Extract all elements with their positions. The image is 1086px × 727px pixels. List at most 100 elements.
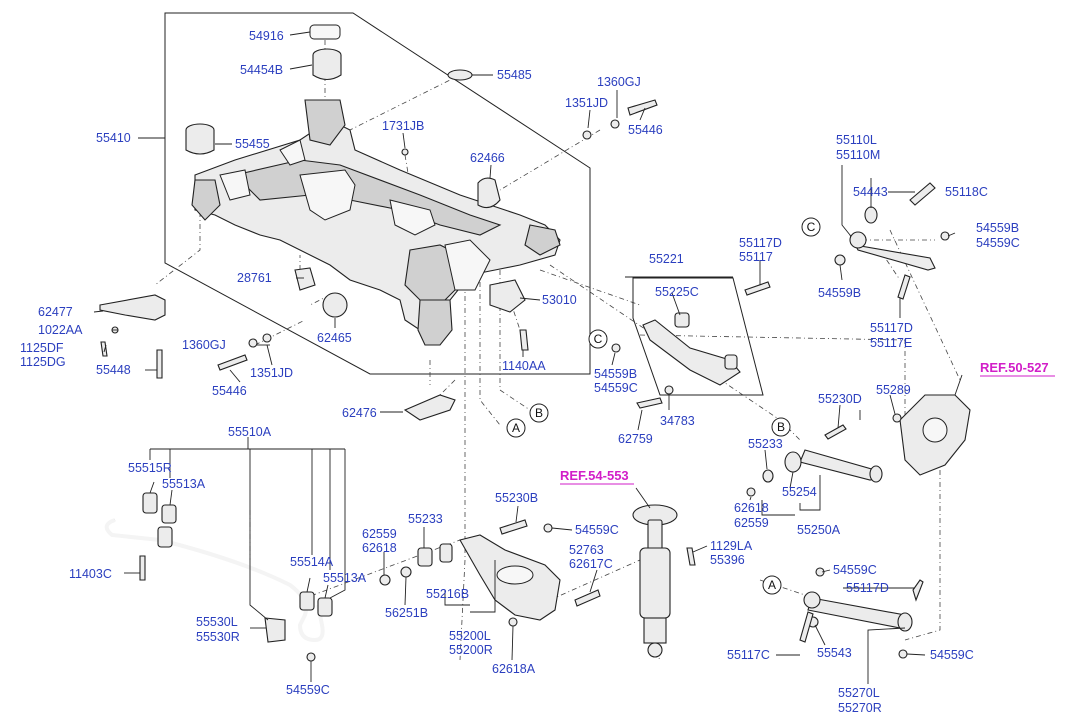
label-55515r[interactable]: 55515R <box>128 461 172 475</box>
label-62559-right[interactable]: 62559 <box>734 516 769 530</box>
callout-b-center <box>529 403 549 423</box>
callout-a-center <box>506 418 526 438</box>
label-54454b[interactable]: 54454B <box>240 63 283 77</box>
label-1022aa[interactable]: 1022AA <box>38 323 83 337</box>
label-55289[interactable]: 55289 <box>876 383 911 397</box>
shock-absorber <box>632 504 696 658</box>
label-54559c-bottom[interactable]: 54559C <box>286 683 330 697</box>
label-62618-low[interactable]: 62618 <box>362 541 397 555</box>
label-54559c-bottom-right[interactable]: 54559C <box>930 648 974 662</box>
label-1360gj-top[interactable]: 1360GJ <box>597 75 641 89</box>
label-55233-low[interactable]: 55233 <box>408 512 443 526</box>
label-55530l[interactable]: 55530L <box>196 615 238 629</box>
label-62617c[interactable]: 62617C <box>569 557 613 571</box>
label-11403c[interactable]: 11403C <box>69 567 112 581</box>
label-55446-top[interactable]: 55446 <box>628 123 663 137</box>
label-55117d-right[interactable]: 55117D <box>870 321 913 335</box>
label-55117e-right[interactable]: 55117E <box>870 336 912 350</box>
label-1351jd-low[interactable]: 1351JD <box>250 366 293 380</box>
label-55110l[interactable]: 55110L <box>836 133 877 147</box>
lower-arm-55200 <box>379 519 601 627</box>
ref-54-553[interactable]: REF.54-553 <box>560 468 629 483</box>
label-62476[interactable]: 62476 <box>342 406 377 420</box>
label-55110m[interactable]: 55110M <box>836 148 880 162</box>
label-55410[interactable]: 55410 <box>96 131 131 145</box>
label-55200l[interactable]: 55200L <box>449 629 491 643</box>
label-1129la[interactable]: 1129LA <box>710 539 753 553</box>
label-1351jd-top[interactable]: 1351JD <box>565 96 608 110</box>
svg-text:A: A <box>768 578 776 592</box>
label-55455[interactable]: 55455 <box>235 137 270 151</box>
label-55233-right[interactable]: 55233 <box>748 437 783 451</box>
label-62466[interactable]: 62466 <box>470 151 505 165</box>
label-53010[interactable]: 53010 <box>542 293 577 307</box>
label-55448[interactable]: 55448 <box>96 363 131 377</box>
leader-lines <box>93 31 963 684</box>
label-54559b-right[interactable]: 54559B <box>976 221 1019 235</box>
label-54559c-right[interactable]: 54559C <box>976 236 1020 250</box>
knuckle <box>892 394 971 476</box>
label-55485[interactable]: 55485 <box>497 68 532 82</box>
label-54916[interactable]: 54916 <box>249 29 284 43</box>
label-62477[interactable]: 62477 <box>38 305 73 319</box>
label-54443[interactable]: 54443 <box>853 185 888 199</box>
callout-a-bottom <box>762 575 782 595</box>
subframe-frame <box>164 12 591 375</box>
label-55530r[interactable]: 55530R <box>196 630 240 644</box>
label-55513a-low[interactable]: 55513A <box>323 571 367 585</box>
label-55446-low[interactable]: 55446 <box>212 384 247 398</box>
label-55396[interactable]: 55396 <box>710 553 745 567</box>
label-55543[interactable]: 55543 <box>817 646 852 660</box>
label-55117d-bottom[interactable]: 55117D <box>846 581 889 595</box>
ref-50-527[interactable]: REF.50-527 <box>980 360 1049 375</box>
label-62465[interactable]: 62465 <box>317 331 352 345</box>
label-1140aa[interactable]: 1140AA <box>502 359 546 373</box>
label-55118c[interactable]: 55118C <box>945 185 988 199</box>
label-55117d-mid[interactable]: 55117D <box>739 236 782 250</box>
label-1731jb[interactable]: 1731JB <box>382 119 424 133</box>
label-55117-mid[interactable]: 55117 <box>739 250 773 264</box>
label-28761[interactable]: 28761 <box>237 271 272 285</box>
label-62618-right[interactable]: 62618 <box>734 501 769 515</box>
label-1360gj-low[interactable]: 1360GJ <box>182 338 226 352</box>
label-62618a[interactable]: 62618A <box>492 662 536 676</box>
svg-text:C: C <box>594 332 603 346</box>
arm-55221 <box>611 277 771 409</box>
callout-circles: A B C C B A <box>506 217 821 595</box>
label-1125dg[interactable]: 1125DG <box>20 355 66 369</box>
label-54559c-low[interactable]: 54559C <box>575 523 619 537</box>
label-55200r[interactable]: 55200R <box>449 643 493 657</box>
link-55250a <box>746 424 883 497</box>
label-55230b[interactable]: 55230B <box>495 491 538 505</box>
label-52763[interactable]: 52763 <box>569 543 604 557</box>
label-55221[interactable]: 55221 <box>649 252 684 266</box>
svg-text:C: C <box>807 220 816 234</box>
label-54559b-arm[interactable]: 54559B <box>818 286 861 300</box>
label-62759[interactable]: 62759 <box>618 432 653 446</box>
label-55225c[interactable]: 55225C <box>655 285 699 299</box>
label-54559c-mid[interactable]: 54559C <box>594 381 638 395</box>
label-55513a-top[interactable]: 55513A <box>162 477 206 491</box>
label-55510a[interactable]: 55510A <box>228 425 272 439</box>
rear-subframe <box>191 99 561 346</box>
label-55250a[interactable]: 55250A <box>797 523 841 537</box>
svg-text:B: B <box>535 406 543 420</box>
bushings <box>99 24 658 421</box>
label-34783[interactable]: 34783 <box>660 414 695 428</box>
label-55514a[interactable]: 55514A <box>290 555 334 569</box>
label-55270r[interactable]: 55270R <box>838 701 882 715</box>
svg-text:A: A <box>512 421 520 435</box>
label-55230d[interactable]: 55230D <box>818 392 862 406</box>
label-55117c[interactable]: 55117C <box>727 648 770 662</box>
label-55270l[interactable]: 55270L <box>838 686 880 700</box>
callout-b-right <box>771 417 791 437</box>
label-1125df[interactable]: 1125DF <box>20 341 64 355</box>
label-62559-low[interactable]: 62559 <box>362 527 397 541</box>
label-55216b[interactable]: 55216B <box>426 587 469 601</box>
label-54559b-mid[interactable]: 54559B <box>594 367 637 381</box>
label-55254[interactable]: 55254 <box>782 485 817 499</box>
label-56251b[interactable]: 56251B <box>385 606 428 620</box>
label-54559c-bottom-right-top[interactable]: 54559C <box>833 563 877 577</box>
